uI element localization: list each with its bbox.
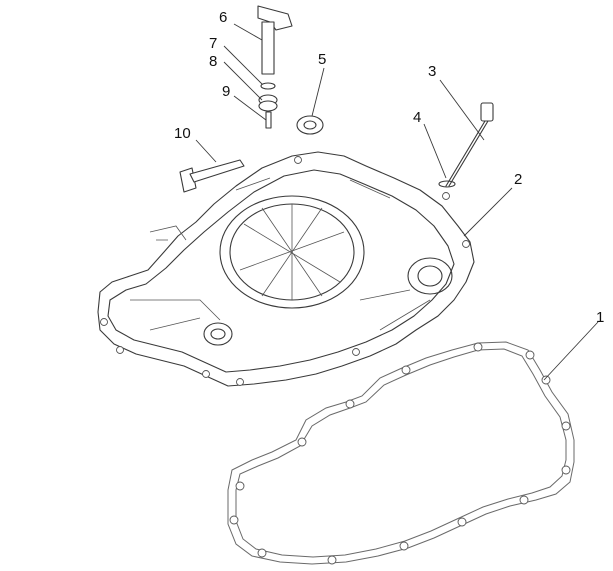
part-sensor [257, 5, 293, 75]
leader-10 [195, 139, 217, 163]
part-pin [265, 111, 272, 129]
callout-5: 5 [318, 51, 326, 68]
callout-2: 2 [514, 171, 522, 188]
leader-7 [223, 45, 263, 85]
part-oil-seal [296, 115, 324, 135]
part-clutch-cover [97, 151, 475, 387]
leader-3 [439, 79, 485, 141]
part-gasket [227, 341, 575, 565]
leader-4 [423, 123, 447, 179]
leader-1 [543, 321, 599, 381]
leader-9 [233, 95, 267, 121]
leader-2 [463, 187, 513, 237]
callout-6: 6 [219, 9, 227, 26]
part-gear [258, 94, 278, 112]
callout-7: 7 [209, 35, 217, 52]
leader-8 [223, 61, 263, 101]
callout-labels: 1 2 3 4 5 6 7 8 9 10 [174, 9, 604, 326]
part-bracket [179, 159, 245, 193]
callout-10: 10 [174, 125, 191, 142]
part-dipstick [445, 102, 494, 187]
callout-8: 8 [209, 53, 217, 70]
leader-5 [311, 67, 325, 117]
part-washer [260, 82, 276, 90]
callout-9: 9 [222, 83, 230, 100]
leader-lines [195, 23, 599, 381]
callout-4: 4 [413, 109, 421, 126]
callout-3: 3 [428, 63, 436, 80]
callout-1: 1 [596, 309, 604, 326]
part-o-ring [438, 180, 456, 188]
leader-6 [233, 23, 263, 41]
